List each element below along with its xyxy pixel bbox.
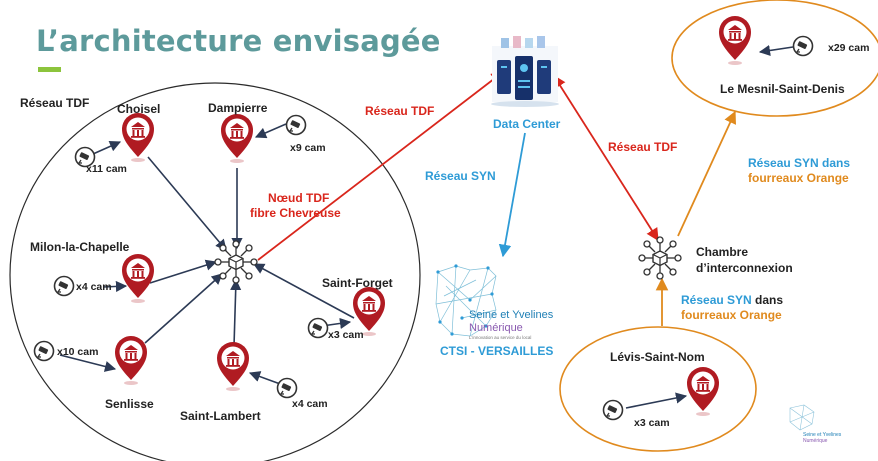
choisel-label: Choisel	[117, 102, 161, 116]
saint-forget-label: Saint-Forget	[322, 276, 393, 290]
tdf-link-chambre-datacenter	[553, 74, 659, 242]
dampierre-label: Dampierre	[208, 101, 268, 115]
syn-bottom-label-network: Réseau SYN	[681, 293, 752, 307]
zone-label: Réseau TDF	[20, 96, 90, 110]
senlisse-label: Senlisse	[105, 397, 154, 411]
milon-label: Milon-la-Chapelle	[30, 240, 130, 254]
mesnil-camera-icon	[792, 35, 814, 57]
camera-links	[59, 44, 794, 409]
saint-forget-camera-icon	[307, 317, 329, 339]
data-center-icon	[491, 36, 559, 107]
saint-lambert-cam-count: x4 cam	[292, 398, 328, 410]
senlisse-pin-icon	[115, 336, 147, 385]
mesnil-zone	[671, 0, 878, 117]
levis-cam-count: x3 cam	[634, 417, 670, 429]
chambre-label-1: Chambre	[696, 245, 749, 259]
data-center-label: Data Center	[493, 117, 561, 131]
corner-logo-line1: Seine et Yvelines	[803, 432, 842, 438]
ctsi-logo-line1: Seine et Yvelines	[469, 309, 554, 321]
dampierre-cam-count: x9 cam	[290, 142, 326, 154]
milon-cam-count: x4 cam	[76, 281, 112, 293]
saint-forget-cam-count: x3 cam	[328, 329, 364, 341]
saint-lambert-label: Saint-Lambert	[180, 409, 261, 423]
tdf-link-node-datacenter	[257, 71, 504, 261]
levis-pin-icon	[687, 367, 719, 416]
page-title: L’architecture envisagée	[36, 24, 441, 58]
senlisse-camera-icon	[33, 340, 55, 362]
saint-lambert-pin-icon	[217, 342, 249, 391]
milon-camera-icon	[53, 275, 75, 297]
mesnil-cam-count: x29 cam	[828, 42, 870, 54]
syn-left-label: Réseau SYN	[425, 169, 496, 183]
noeud-label-1: Nœud TDF	[268, 191, 330, 205]
dampierre-camera-icon	[285, 114, 307, 136]
saint-lambert-camera-icon	[276, 377, 298, 399]
site-links	[144, 156, 355, 347]
levis-zone	[559, 326, 757, 452]
ctsi-logo-line2: Numérique	[469, 322, 523, 334]
levis-label: Lévis-Saint-Nom	[610, 350, 705, 364]
tdf-right-label: Réseau TDF	[608, 140, 678, 154]
syn-bottom-label-dans: dans	[751, 293, 784, 307]
corner-logo-line2: Numérique	[803, 438, 828, 444]
mesnil-pin-icon	[719, 16, 751, 65]
syn-link-datacenter-ctsi	[498, 132, 526, 258]
milon-pin-icon	[122, 254, 154, 303]
choisel-cam-count: x11 cam	[86, 163, 127, 175]
ctsi-label: CTSI - VERSAILLES	[440, 344, 554, 358]
tdf-left-label: Réseau TDF	[365, 104, 435, 118]
mesnil-label: Le Mesnil-Saint-Denis	[720, 82, 845, 96]
syn-bottom-label-1: Réseau SYN dans	[681, 293, 783, 307]
chambre-label-2: d’interconnexion	[696, 261, 793, 275]
dampierre-pin-icon	[221, 114, 253, 163]
seine-yvelines-logo-icon	[435, 264, 497, 337]
syn-top-label-1: Réseau SYN dans	[748, 156, 851, 170]
levis-camera-icon	[602, 399, 624, 421]
syn-top-label-2: fourreaux Orange	[748, 171, 849, 185]
chambre-hub-icon	[638, 236, 682, 280]
ctsi-logo-tagline: L'innovation au service du local	[469, 335, 532, 340]
corner-logo-icon	[789, 404, 815, 431]
syn-link-mesnil-chambre	[677, 110, 736, 237]
noeud-tdf-hub-icon	[214, 240, 258, 284]
noeud-label-2: fibre Chevreuse	[250, 206, 341, 220]
choisel-pin-icon	[122, 113, 154, 162]
tdf-zone-circle	[9, 82, 421, 461]
syn-bottom-label-2: fourreaux Orange	[681, 308, 782, 322]
title-accent-bar	[38, 67, 61, 72]
senlisse-cam-count: x10 cam	[57, 346, 99, 358]
